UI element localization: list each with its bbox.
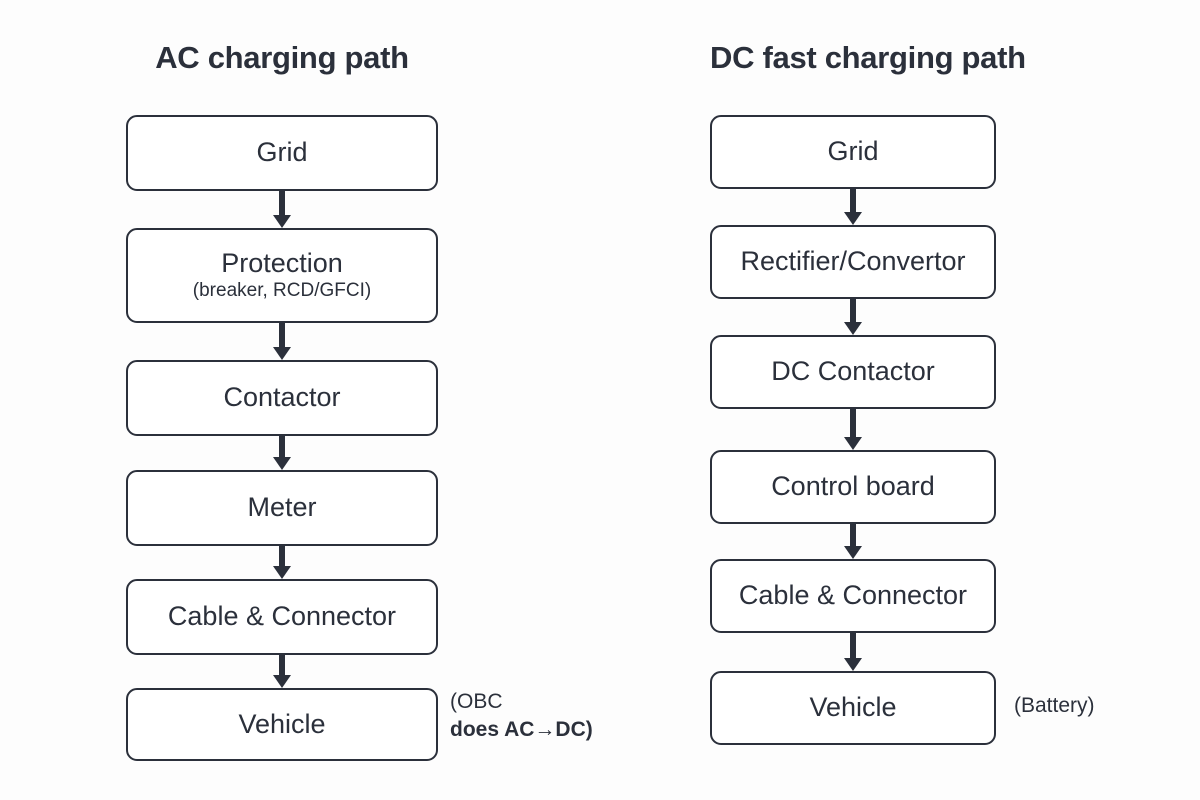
node-dc-control-board[interactable]: Control board <box>710 450 996 524</box>
node-label: Meter <box>247 492 317 523</box>
node-label: Cable & Connector <box>167 601 397 632</box>
node-dc-cable-connector[interactable]: Cable & Connector <box>710 559 996 633</box>
arrow-ac-cable-to-vehicle <box>273 655 291 688</box>
node-ac-meter[interactable]: Meter <box>126 470 438 546</box>
node-dc-contactor[interactable]: DC Contactor <box>710 335 996 409</box>
node-dc-grid[interactable]: Grid <box>710 115 996 189</box>
node-label: Protection <box>221 248 343 279</box>
node-label: Control board <box>771 471 935 502</box>
node-label: Cable & Connector <box>738 580 968 611</box>
annotation-ac-vehicle: (OBC does AC→DC) <box>450 688 593 744</box>
node-label: Grid <box>256 137 308 168</box>
annotation-dc-vehicle: (Battery) <box>1014 692 1095 720</box>
node-ac-grid[interactable]: Grid <box>126 115 438 191</box>
arrow-dc-control-board-to-cable <box>844 524 862 559</box>
arrow-dc-cable-to-vehicle <box>844 633 862 671</box>
annotation-line-1: (Battery) <box>1014 694 1095 717</box>
arrow-dc-grid-to-rectifier <box>844 189 862 225</box>
node-label: DC Contactor <box>771 356 935 387</box>
node-ac-protection[interactable]: Protection (breaker, RCD/GFCI) <box>126 228 438 323</box>
node-ac-vehicle[interactable]: Vehicle <box>126 688 438 761</box>
node-dc-rectifier-convertor[interactable]: Rectifier/Convertor <box>710 225 996 299</box>
annotation-line-2: does AC→DC) <box>450 718 593 742</box>
node-ac-contactor[interactable]: Contactor <box>126 360 438 436</box>
node-label: Vehicle <box>238 708 326 739</box>
arrow-ac-meter-to-cable <box>273 546 291 579</box>
column-title-dc: DC fast charging path <box>710 40 1026 75</box>
arrow-dc-rectifier-to-contactor <box>844 299 862 335</box>
arrow-dc-contactor-to-control-board <box>844 409 862 450</box>
arrow-ac-grid-to-protection <box>273 191 291 228</box>
annotation-line-1: (OBC <box>450 690 503 713</box>
node-label: Grid <box>827 136 879 167</box>
node-label: Rectifier/Convertor <box>740 246 966 277</box>
node-label: Contactor <box>223 382 341 413</box>
node-sublabel: (breaker, RCD/GFCI) <box>192 280 372 302</box>
arrow-ac-protection-to-contactor <box>273 323 291 360</box>
arrow-ac-contactor-to-meter <box>273 436 291 470</box>
node-label: Vehicle <box>809 692 897 723</box>
node-ac-cable-connector[interactable]: Cable & Connector <box>126 579 438 655</box>
node-dc-vehicle[interactable]: Vehicle <box>710 671 996 745</box>
column-title-ac: AC charging path <box>155 40 409 75</box>
